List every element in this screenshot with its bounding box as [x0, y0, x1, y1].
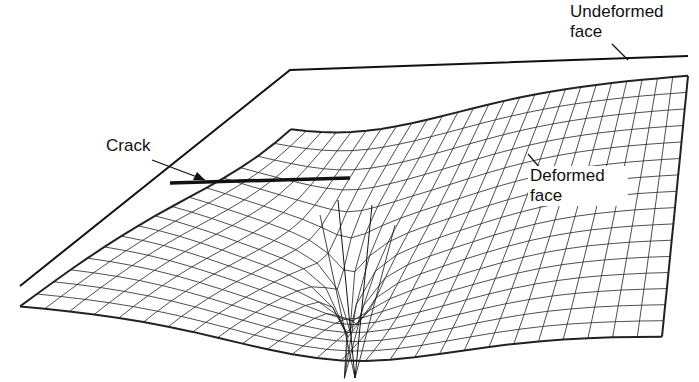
mesh-line [613, 78, 658, 337]
mesh-line [464, 89, 565, 350]
mesh-line [71, 270, 667, 333]
figure-label: Deformed face [528, 166, 628, 206]
mesh-line [69, 132, 321, 311]
mesh-line [588, 80, 642, 338]
mesh-line [292, 112, 458, 354]
figure-label: Undeformed face [568, 2, 677, 42]
figure-label: Crack [104, 136, 152, 156]
mesh-line [104, 247, 670, 319]
mesh-line [243, 120, 428, 344]
mesh-line [489, 87, 581, 347]
tip-spike [338, 200, 372, 378]
mesh-line [514, 85, 596, 344]
mesh-line [539, 83, 612, 341]
leader-line [152, 160, 205, 180]
mesh-line [94, 132, 336, 314]
mesh-line [662, 76, 688, 337]
mesh-line [439, 92, 550, 354]
mesh-line [168, 129, 381, 327]
mesh-line [121, 236, 671, 321]
mesh-line [563, 81, 627, 339]
mesh-line [45, 131, 307, 309]
tip-spike [320, 215, 395, 378]
mesh-line [291, 76, 688, 133]
mesh-line [341, 105, 489, 361]
mesh-line [267, 116, 442, 378]
mesh-line [138, 224, 673, 337]
mesh-line [415, 95, 535, 358]
mesh-line [218, 123, 412, 338]
mesh-line [390, 98, 520, 360]
mesh-line [193, 126, 397, 332]
mesh-line [637, 77, 672, 337]
mesh-line [119, 132, 351, 318]
mesh-line [20, 129, 291, 306]
leader-arrow [193, 172, 205, 180]
mesh-line [224, 142, 682, 212]
mesh-line [144, 131, 367, 322]
leader-line [612, 44, 628, 60]
